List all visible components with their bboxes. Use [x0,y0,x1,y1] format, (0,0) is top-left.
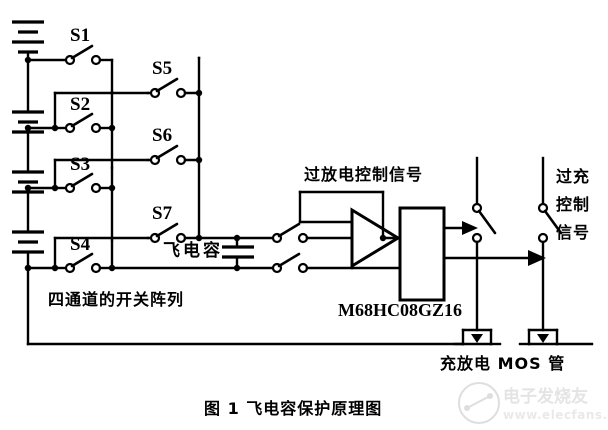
opamp [298,190,402,269]
switch-s6-label: S6 [152,125,172,146]
over-discharge-output [442,221,478,235]
switch-s2[interactable] [51,90,150,170]
switch-s7-label: S7 [152,203,173,224]
switch-cap-bottom[interactable] [271,252,354,274]
switch-s1-label: S1 [70,25,90,46]
switch-s5[interactable] [146,77,203,99]
mosfet-label: 充放电 MOS 管 [440,354,565,373]
switch-s1[interactable] [64,44,114,94]
mosfet-discharge [453,328,502,346]
over-charge-output [442,250,546,266]
over-charge-signal-line-1: 过充 [556,167,590,186]
over-discharge-signal-label: 过放电控制信号 [304,165,423,184]
flying-capacitor [222,236,254,270]
switch-over-charge[interactable] [537,156,563,332]
switch-s5-label: S5 [152,58,172,79]
watermark-brand: 电子发烧友 [503,386,588,407]
switch-s3[interactable] [51,158,150,242]
over-charge-signal-line-3: 信号 [556,223,590,242]
switch-cap-top[interactable] [271,222,354,244]
switch-array-label: 四通道的开关阵列 [48,290,184,309]
mcu-label: M68HC08GZ16 [338,300,462,320]
over-charge-signal-line-2: 控制 [556,195,590,214]
mosfet-charge [518,328,594,346]
flying-capacitor-label: 飞电容 [163,240,223,261]
switch-s4[interactable] [51,236,150,274]
mcu-block [350,206,446,302]
battery-stack [12,20,70,272]
switch-s4-label: S4 [70,234,91,255]
switch-s2-label: S2 [70,94,90,115]
ground-rail [24,264,465,346]
figure-caption: 图 1 飞电容保护原理图 [204,399,382,418]
watermark: 电子发烧友 www.elecfans.com [458,382,608,424]
switch-over-discharge[interactable] [471,156,497,332]
watermark-url: www.elecfans.com [503,408,608,422]
switch-s3-label: S3 [70,154,90,175]
switch-s6[interactable] [146,144,203,166]
switch-s7[interactable] [146,222,203,244]
